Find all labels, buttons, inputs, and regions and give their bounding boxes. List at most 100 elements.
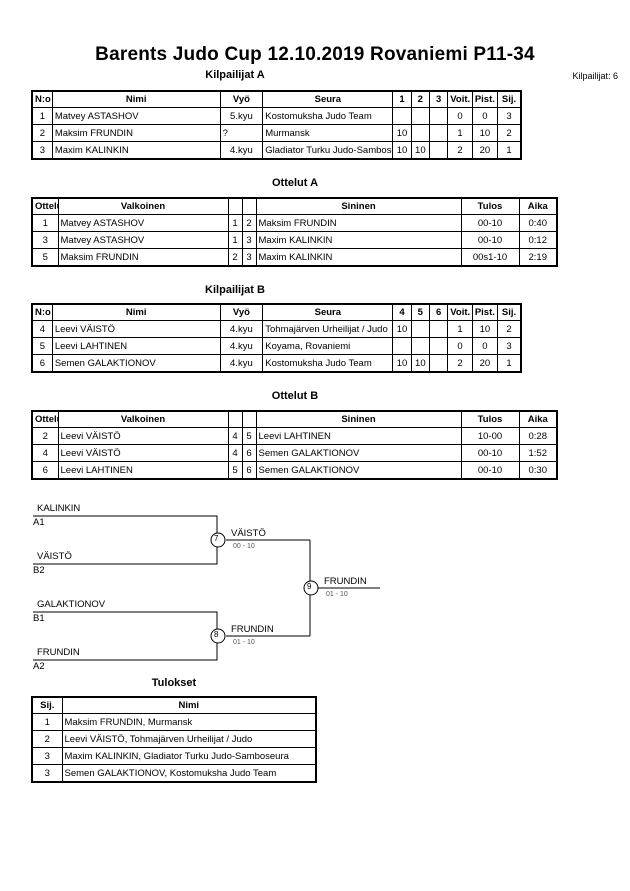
- pool-b-matches-table: Ottelu Valkoinen Sininen Tulos Aika 2 Le…: [31, 410, 558, 480]
- cell: 2: [31, 124, 53, 142]
- bracket-m8-white-seed: B1: [33, 613, 45, 624]
- match-8-circle: [210, 628, 226, 644]
- table-header: Ottelu Valkoinen Sininen Tulos Aika: [31, 410, 558, 428]
- cell: 3: [31, 764, 63, 783]
- cell: 3: [497, 337, 522, 355]
- cell: Semen GALAKTIONOV: [51, 354, 221, 373]
- cell: 10: [392, 141, 412, 160]
- cell: 00-10: [460, 231, 520, 249]
- cell: [428, 141, 449, 160]
- competitors-count: Kilpailijat: 6: [572, 71, 618, 81]
- cell: 0: [471, 337, 499, 355]
- pool-a-competitors-table: N:o Nimi Vyö Seura 1 2 3 Voit. Pist. Sij…: [31, 90, 522, 160]
- bracket-m8-score: 01 - 10: [233, 639, 255, 646]
- col-name: Nimi: [61, 696, 317, 714]
- col-wins: Voit.: [447, 90, 473, 108]
- cell: 2: [227, 248, 243, 267]
- cell: 0: [447, 337, 473, 355]
- cell: 6: [31, 461, 59, 480]
- bracket-m7-score: 00 - 10: [233, 543, 255, 550]
- cell: 0:12: [518, 231, 558, 249]
- cell: Gladiator Turku Judo-Samboseura: [262, 141, 394, 160]
- cell: 10: [392, 124, 412, 142]
- cell: 4.kyu: [219, 354, 264, 373]
- cell: Maxim KALINKIN: [51, 141, 221, 160]
- table-row: 5 Maksim FRUNDIN 2 3 Maxim KALINKIN 00s1…: [31, 248, 558, 267]
- col-vs-6: 6: [428, 303, 449, 321]
- cell: 2: [447, 354, 473, 373]
- cell: [428, 337, 449, 355]
- table-row: 6 Semen GALAKTIONOV 4.kyu Kostomuksha Ju…: [31, 354, 522, 373]
- results-table: Sij. Nimi 1 Maksim FRUNDIN, Murmansk 2 L…: [31, 696, 317, 783]
- table-row: 3 Semen GALAKTIONOV, Kostomuksha Judo Te…: [31, 764, 317, 783]
- bracket-m7-winner: VÄISTÖ: [231, 528, 266, 539]
- table-row: 3 Matvey ASTASHOV 1 3 Maxim KALINKIN 00-…: [31, 231, 558, 249]
- pool-b-competitors-table: N:o Nimi Vyö Seura 4 5 6 Voit. Pist. Sij…: [31, 303, 522, 373]
- bracket-final-winner: FRUNDIN: [324, 576, 367, 587]
- table-row: 6 Leevi LAHTINEN 5 6 Semen GALAKTIONOV 0…: [31, 461, 558, 480]
- bracket-m7-white: KALINKIN: [37, 503, 81, 514]
- cell: 3: [31, 747, 63, 765]
- table-row: 2 Leevi VÄISTÖ 4 5 Leevi LAHTINEN 10-00 …: [31, 427, 558, 445]
- cell: 5: [227, 461, 243, 480]
- cell: Leevi VÄISTÖ, Tohmajärven Urheilijat / J…: [61, 730, 317, 748]
- match-9-number: 9: [307, 582, 312, 591]
- cell: 1: [497, 354, 522, 373]
- bracket-m8-blue-seed: A2: [33, 661, 45, 672]
- cell: Semen GALAKTIONOV: [255, 461, 462, 480]
- cell: Kostomuksha Judo Team: [262, 354, 394, 373]
- bracket-m7-white-seed: A1: [33, 517, 45, 528]
- cell: [428, 124, 449, 142]
- bracket-m8-white: GALAKTIONOV: [37, 599, 106, 610]
- cell: 1: [447, 124, 473, 142]
- cell: Murmansk: [262, 124, 394, 142]
- col-time: Aika: [518, 197, 558, 215]
- cell: Maxim KALINKIN: [255, 231, 462, 249]
- cell: 00s1-10: [460, 248, 520, 267]
- cell: 2: [31, 730, 63, 748]
- bracket-m8-blue: FRUNDIN: [37, 647, 80, 658]
- table-row: 3 Maxim KALINKIN, Gladiator Turku Judo-S…: [31, 747, 317, 765]
- cell: Maxim KALINKIN: [255, 248, 462, 267]
- bracket-final-score: 01 - 10: [326, 591, 348, 598]
- pool-a-matches-heading: Ottelut A: [271, 177, 319, 189]
- pool-b-matches-heading: Ottelut B: [271, 390, 319, 402]
- page-title: Barents Judo Cup 12.10.2019 Rovaniemi P1…: [95, 44, 535, 65]
- cell: 6: [31, 354, 53, 373]
- cell: 1: [497, 141, 522, 160]
- pool-a-matches-table: Ottelu Valkoinen Sininen Tulos Aika 1 Ma…: [31, 197, 558, 267]
- table-row: 1 Maksim FRUNDIN, Murmansk: [31, 713, 317, 731]
- table-row: 2 Maksim FRUNDIN ? Murmansk 10 1 10 2: [31, 124, 522, 142]
- bracket-m8-winner: FRUNDIN: [231, 624, 274, 635]
- pool-a-competitors-heading: Kilpailijat A: [205, 69, 265, 81]
- table-header: Sij. Nimi: [31, 696, 317, 714]
- col-time: Aika: [518, 410, 558, 428]
- cell: Semen GALAKTIONOV, Kostomuksha Judo Team: [61, 764, 317, 783]
- table-header: N:o Nimi Vyö Seura 4 5 6 Voit. Pist. Sij…: [31, 303, 522, 321]
- pool-b-competitors-heading: Kilpailijat B: [205, 284, 265, 296]
- bracket-m7-blue-seed: B2: [33, 565, 45, 576]
- match-7-circle: [210, 532, 226, 548]
- col-place: Sij.: [31, 696, 63, 714]
- table-row: 2 Leevi VÄISTÖ, Tohmajärven Urheilijat /…: [31, 730, 317, 748]
- cell: Maksim FRUNDIN: [51, 124, 221, 142]
- cell: 2: [497, 124, 522, 142]
- col-no: N:o: [31, 90, 53, 108]
- cell: 0:30: [518, 461, 558, 480]
- cell: Maxim KALINKIN, Gladiator Turku Judo-Sam…: [61, 747, 317, 765]
- col-vs-3: 3: [428, 90, 449, 108]
- cell: 1: [31, 713, 63, 731]
- bracket-m7-blue: VÄISTÖ: [37, 551, 72, 562]
- match-7-number: 7: [214, 534, 219, 543]
- table-row: 5 Leevi LAHTINEN 4.kyu Koyama, Rovaniemi…: [31, 337, 522, 355]
- cell: 1:52: [518, 444, 558, 462]
- cell: 3: [31, 141, 53, 160]
- cell: Maksim FRUNDIN, Murmansk: [61, 713, 317, 731]
- cell: 2: [447, 141, 473, 160]
- table-row: 4 Leevi VÄISTÖ 4 6 Semen GALAKTIONOV 00-…: [31, 444, 558, 462]
- match-9-circle: [303, 580, 319, 596]
- cell: Leevi LAHTINEN: [51, 337, 221, 355]
- match-8-number: 8: [214, 630, 219, 639]
- table-row: 3 Maxim KALINKIN 4.kyu Gladiator Turku J…: [31, 141, 522, 160]
